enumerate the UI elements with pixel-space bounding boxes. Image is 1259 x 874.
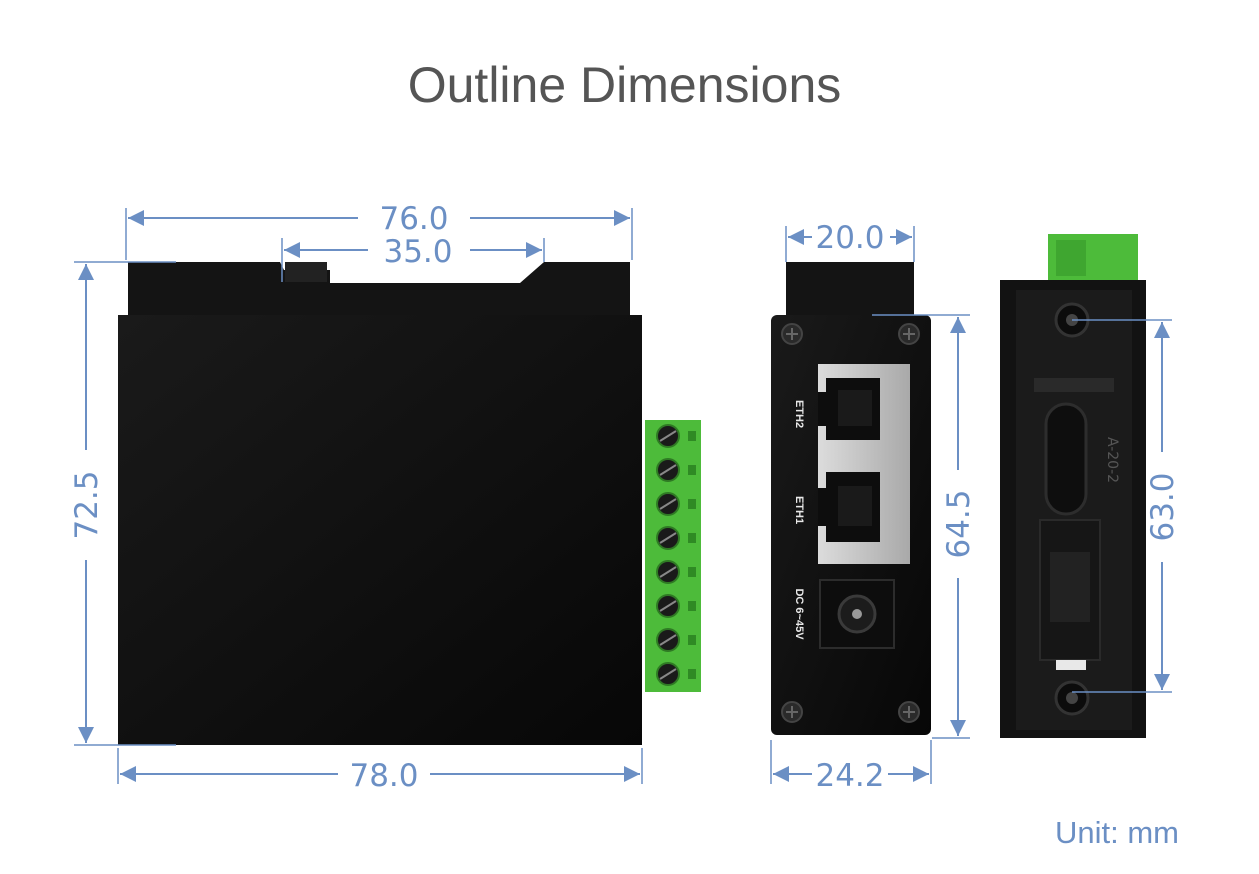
page-title: Outline Dimensions (407, 57, 842, 113)
terminal-screw-slot (659, 566, 677, 578)
terminal-screw-slot (659, 634, 677, 646)
terminal-slot (688, 635, 696, 645)
dim-front-bottom-width: 78.0 (349, 758, 418, 794)
screw-icon (1054, 302, 1090, 716)
terminal-block (645, 420, 701, 692)
screw-icon (781, 323, 920, 723)
unit-label: Unit: mm (1055, 815, 1179, 850)
dc-jack-icon (819, 579, 895, 649)
dim-side-bottom-width: 24.2 (815, 758, 884, 794)
terminal-slot (688, 465, 696, 475)
front-view (118, 262, 701, 745)
terminal-slot (688, 431, 696, 441)
port-label-dc: DC 6~45V (793, 588, 805, 640)
port-label-eth1: ETH1 (793, 496, 805, 524)
terminal-slot (688, 533, 696, 543)
dim-front-height: 72.5 (69, 470, 105, 539)
terminal-screw-slot (659, 498, 677, 510)
dim-side-top-width: 20.0 (815, 220, 884, 256)
rear-view: A-20-2 (1000, 234, 1146, 738)
rail-marking: A-20-2 (1104, 437, 1120, 483)
terminal-screw-slot (659, 430, 677, 442)
dim-side-height: 64.5 (941, 489, 977, 558)
terminal-slot (688, 567, 696, 577)
side-dimensions: 20.0 64.5 24.2 (770, 220, 977, 794)
front-dimensions: 76.0 35.0 72.5 78.0 (69, 201, 643, 794)
terminal-screw-slot (659, 668, 677, 680)
dim-front-top-width: 76.0 (379, 201, 448, 237)
terminal-screw-slot (659, 464, 677, 476)
terminal-slot (688, 601, 696, 611)
terminal-screw-slot (659, 532, 677, 544)
terminal-slot (688, 499, 696, 509)
rear-dimensions: 63.0 (1072, 319, 1181, 693)
front-housing (118, 315, 642, 745)
side-view: ETH2 ETH1 DC 6~45V (771, 262, 931, 735)
dim-front-inner-width: 35.0 (383, 234, 452, 270)
ethernet-port-icon (818, 378, 880, 542)
dim-rear-hole-spacing: 63.0 (1145, 472, 1181, 541)
port-label-eth2: ETH2 (793, 400, 805, 428)
terminal-screw-slot (659, 600, 677, 612)
terminal-slot (688, 669, 696, 679)
